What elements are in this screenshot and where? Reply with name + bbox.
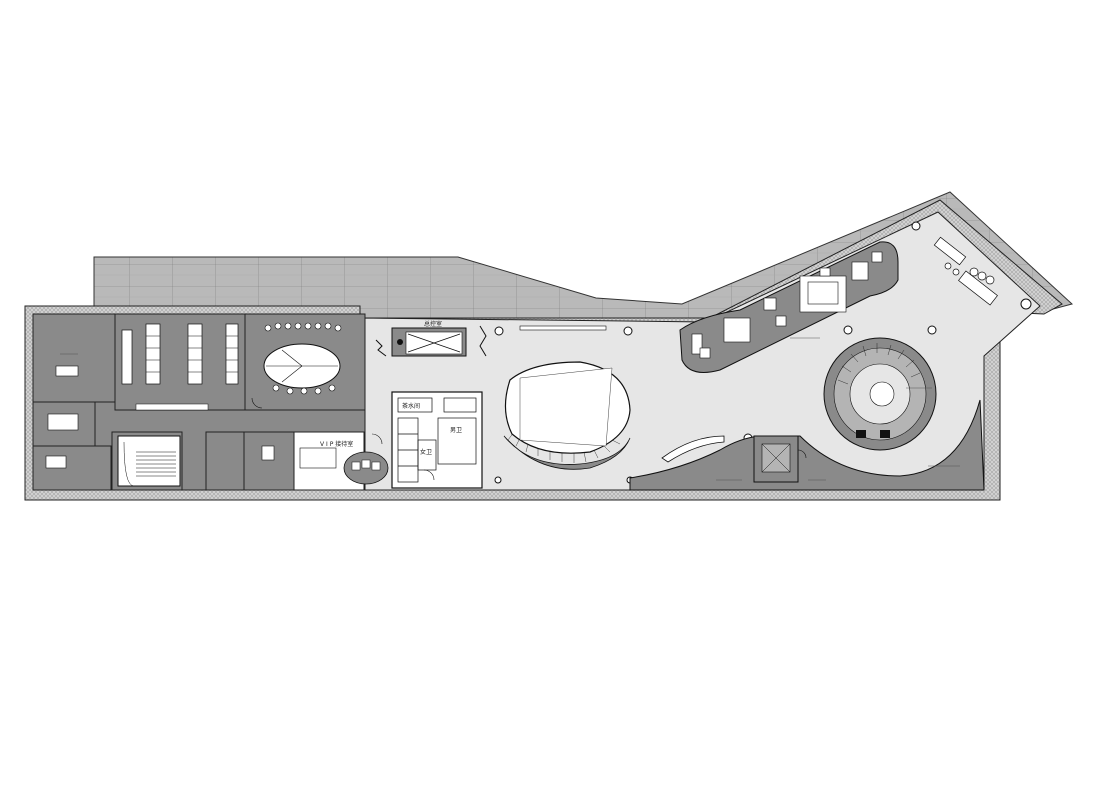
pavilion-core — [869, 381, 895, 407]
control-room-label: 总控室 — [424, 320, 442, 328]
zigzag-marker-2 — [479, 325, 487, 357]
stair-core — [117, 435, 181, 487]
pavilion-chairs — [856, 430, 890, 438]
water-room-label: 茶水间 — [402, 402, 420, 410]
lounge-top-right — [933, 236, 998, 306]
reception-desk — [661, 435, 725, 463]
male-wc-label: 男卫 — [450, 427, 462, 434]
room-tag-ticks — [60, 337, 960, 481]
restroom-block — [391, 391, 483, 489]
stair-treads — [123, 441, 176, 487]
exhibition-furniture — [691, 251, 883, 359]
door-swings — [251, 397, 807, 481]
conference-chairs — [264, 322, 342, 395]
desk-dividers — [146, 335, 238, 373]
bench-slim — [519, 325, 607, 331]
vip-lounge-chairs — [351, 459, 381, 471]
left-office-furniture — [45, 365, 337, 469]
desk-clusters — [121, 323, 239, 385]
pavilion-seats — [837, 343, 921, 385]
atrium-ring — [503, 435, 631, 470]
female-wc-label: 女卫 — [420, 448, 432, 456]
corridor-strip — [135, 403, 209, 411]
zigzag-marker — [375, 339, 387, 357]
spiral-stair-lines — [507, 431, 621, 463]
restroom-partitions — [397, 397, 477, 483]
vip-room-label: V I P 接待室 — [320, 440, 353, 448]
curved-south-wall — [629, 399, 985, 491]
